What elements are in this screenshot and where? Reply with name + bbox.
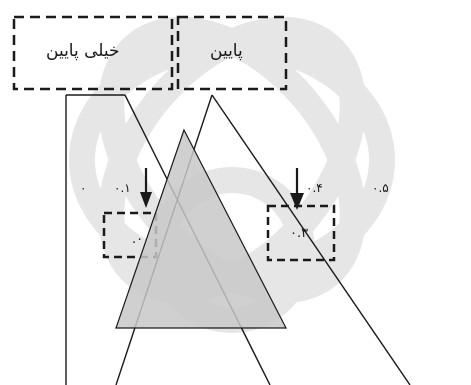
tick-zero: ۰ xyxy=(80,182,86,194)
tick-0-5: ۰.۵ xyxy=(372,182,389,194)
right-value: ۰.۳ xyxy=(290,227,308,240)
tick-0-1: ۰.۱ xyxy=(114,182,131,194)
very-low-label: خیلی پایین xyxy=(46,43,120,60)
center-triangle xyxy=(116,130,286,328)
left-value: ۰. xyxy=(132,233,143,246)
low-label: پایین xyxy=(210,43,243,60)
tick-0-4: ۰.۴ xyxy=(306,182,323,194)
